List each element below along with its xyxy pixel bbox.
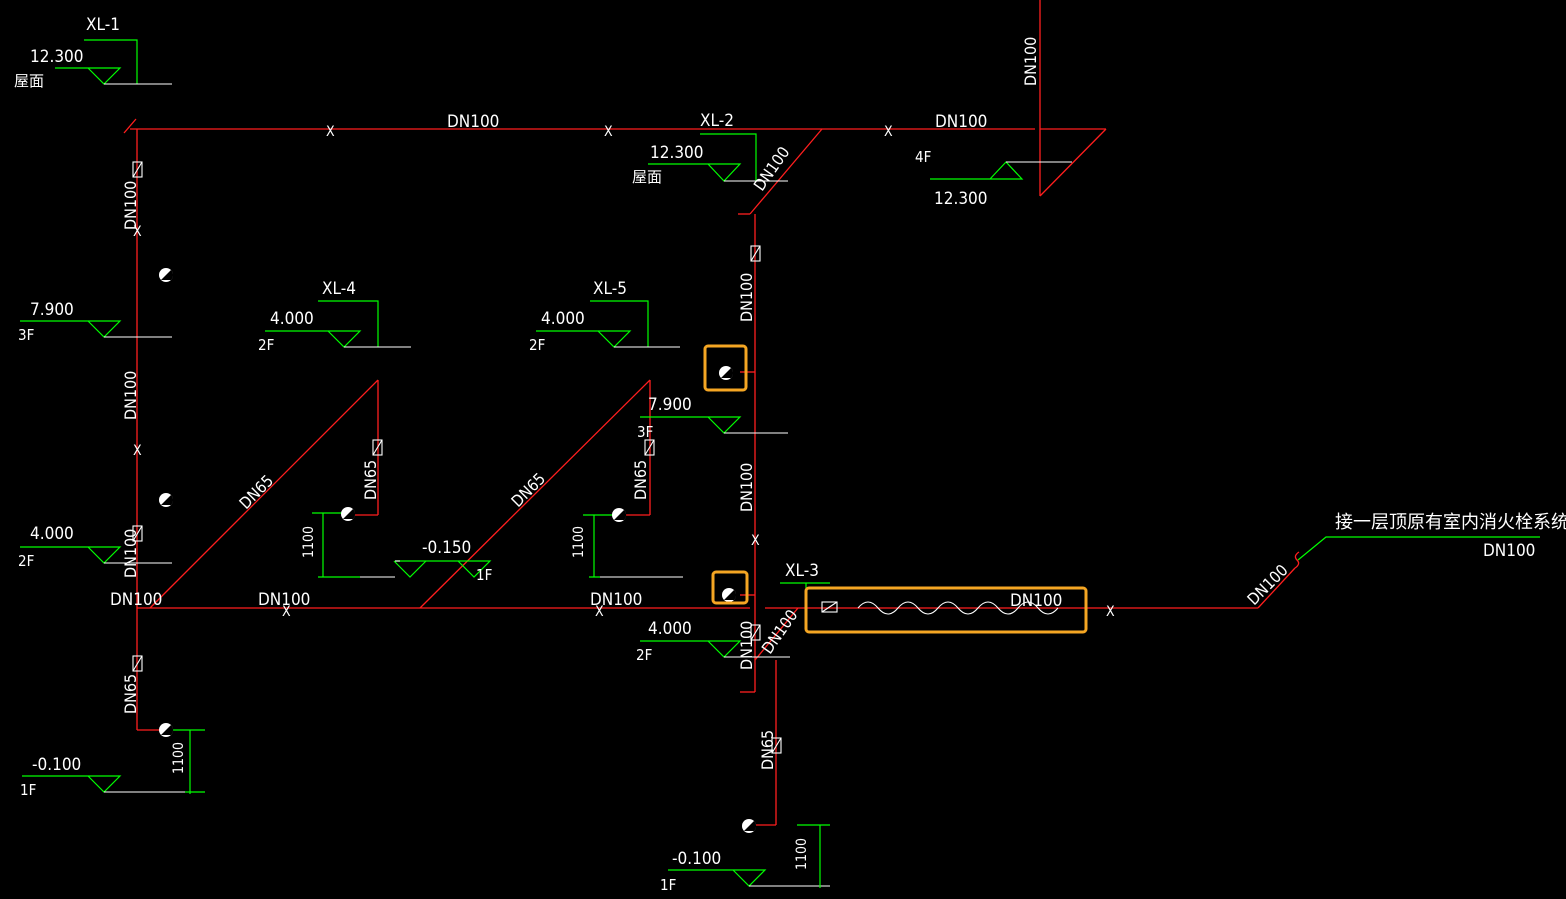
pipe-size-bottom-b: DN100	[590, 590, 642, 610]
hydrant-icon[interactable]	[719, 366, 734, 380]
pipe-size-bottom-c: DN100	[1010, 591, 1062, 611]
floor-2f-xl4: 2F	[258, 336, 274, 354]
highlight-box	[711, 570, 749, 605]
floor-1f-left: 1F	[20, 781, 36, 799]
dim-1100-left: 1100	[171, 742, 187, 774]
pipe-size-xl4-diag: DN65	[235, 471, 277, 513]
pipe-size-left-dn65: DN65	[121, 674, 140, 714]
valve-icon[interactable]	[821, 601, 838, 613]
highlight-box	[804, 586, 1088, 634]
connection-note: 接一层顶原有室内消火栓系统横管	[1335, 512, 1566, 533]
flexible-joint	[857, 601, 1059, 615]
valve-boxes	[132, 161, 838, 754]
hydrant-icon[interactable]	[742, 819, 757, 833]
pipe-size-xl5-diag: DN65	[507, 469, 549, 511]
elevation-4f: 12.300	[934, 189, 988, 209]
pipe-size-note: DN100	[1483, 541, 1535, 561]
valve-icon[interactable]	[132, 525, 143, 542]
floor-2f-left: 2F	[18, 552, 34, 570]
pipe-size-xl2-low: DN100	[737, 621, 756, 670]
pipe-size-top-right: DN100	[935, 112, 987, 132]
valve-marker: X	[595, 604, 604, 620]
valve-marker: X	[1106, 604, 1115, 620]
riser-label-xl4: XL-4	[322, 279, 356, 299]
elevation-3f-left: 7.900	[30, 300, 74, 320]
floor-3f-left: 3F	[18, 326, 34, 344]
valve-marker: X	[604, 124, 613, 140]
floor-4f: 4F	[915, 148, 931, 166]
pipe-size-left-mid: DN100	[121, 371, 140, 420]
riser-label-xl5: XL-5	[593, 279, 627, 299]
hydrant-icon[interactable]	[341, 507, 356, 521]
floor-roof-mid: 屋面	[632, 168, 662, 186]
valve-icon[interactable]	[644, 439, 655, 456]
labels: XL-1 12.300 屋面 DN100 XL-2 DN100 12.300 屋…	[14, 15, 1566, 894]
hydrant-icon[interactable]	[159, 723, 174, 737]
pipe-size-bottom-left: DN100	[110, 590, 162, 610]
pipe-size-xl2-upper: DN100	[737, 273, 756, 322]
valve-marker: X	[751, 533, 760, 549]
hydrant-icon[interactable]	[159, 268, 174, 282]
pipe-size-top-riser: DN100	[1021, 37, 1040, 86]
elevation-2f-mid: 4.000	[648, 619, 692, 639]
floor-2f-mid: 2F	[636, 646, 652, 664]
elevation-1f-right: -0.100	[672, 849, 721, 869]
valve-x-markers: X X X X X X X X X	[133, 124, 1115, 620]
floor-3f-mid: 3F	[637, 423, 653, 441]
elevation-3f-mid: 7.900	[648, 395, 692, 415]
valve-icon[interactable]	[750, 245, 761, 262]
level-markers	[20, 39, 1540, 888]
dim-1100-xl4: 1100	[301, 526, 317, 558]
rotated-labels: DN100 DN100 DN100 DN65 DN65 DN65 DN65 DN…	[121, 37, 1292, 870]
elevation-roof-mid: 12.300	[650, 143, 704, 163]
floor-1f-right: 1F	[660, 876, 676, 894]
valve-icon[interactable]	[771, 737, 782, 754]
floor-1f-xl4: 1F	[476, 566, 492, 584]
hydrant-icon[interactable]	[722, 588, 737, 602]
dim-1100-xl5: 1100	[571, 526, 587, 558]
valve-icon[interactable]	[750, 624, 761, 641]
elevation-2f-xl4: 4.000	[270, 309, 314, 329]
valve-marker: X	[282, 604, 291, 620]
pipe-size-xl3-riser: DN65	[758, 730, 777, 770]
hydrant-icon[interactable]	[159, 493, 174, 507]
pipe-size-bottom-a: DN100	[258, 590, 310, 610]
pipe-size-left-top: DN100	[121, 181, 140, 230]
valve-marker: X	[884, 124, 893, 140]
pipe-size-xl3-diag: DN100	[758, 606, 802, 657]
pipe-size-xl5-riser: DN65	[631, 460, 650, 500]
hydrant-icon[interactable]	[612, 508, 627, 522]
valve-marker: X	[326, 124, 335, 140]
pipe-size-note-diag: DN100	[1243, 561, 1291, 609]
valve-marker: X	[133, 443, 142, 459]
dim-1100-right: 1100	[794, 838, 810, 870]
highlight-box	[703, 344, 748, 392]
hydrants	[159, 268, 757, 833]
riser-label-xl3: XL-3	[785, 561, 819, 581]
elevation-2f-left: 4.000	[30, 524, 74, 544]
valve-icon[interactable]	[132, 655, 143, 672]
pipe-size-xl4-riser: DN65	[361, 460, 380, 500]
floor-roof-left: 屋面	[14, 72, 44, 90]
valve-icon[interactable]	[372, 439, 383, 456]
elevation-roof-left: 12.300	[30, 47, 84, 67]
riser-label-xl2: XL-2	[700, 111, 734, 131]
pipe-size-xl2-mid: DN100	[737, 463, 756, 512]
pipe-size-top-main: DN100	[447, 112, 499, 132]
valve-icon[interactable]	[132, 161, 143, 178]
floor-2f-xl5: 2F	[529, 336, 545, 354]
pipe-size-left-low: DN100	[121, 529, 140, 578]
elevation-2f-xl5: 4.000	[541, 309, 585, 329]
elevation-1f-left: -0.100	[32, 755, 81, 775]
riser-label-xl1: XL-1	[86, 15, 120, 35]
valve-marker: X	[133, 224, 142, 240]
elevation-1f-xl4: -0.150	[422, 538, 471, 558]
